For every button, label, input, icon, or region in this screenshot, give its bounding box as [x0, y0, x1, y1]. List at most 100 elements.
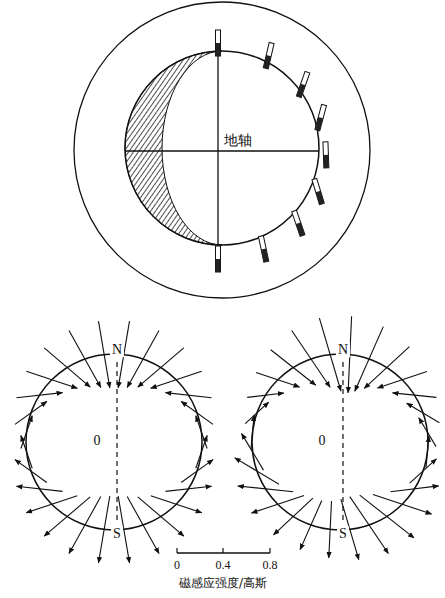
field-arrow — [373, 495, 432, 515]
compass-needle — [315, 104, 327, 130]
field-arrow — [378, 372, 427, 389]
compass-needle — [258, 236, 268, 262]
needle-tip — [261, 248, 269, 262]
field-arrow — [69, 331, 101, 388]
earth-circle-left — [26, 354, 202, 530]
scale-value: 0.4 — [214, 559, 233, 572]
field-arrow — [196, 436, 207, 469]
needle-tip — [216, 43, 221, 56]
field-arrow — [15, 402, 47, 425]
field-arrow — [99, 321, 110, 388]
needle-tip — [323, 155, 328, 168]
scale-tick — [269, 548, 270, 553]
field-arrow — [252, 496, 305, 514]
needle-body — [216, 246, 221, 272]
field-arrow — [181, 460, 213, 483]
compass-needle — [292, 210, 305, 236]
field-arrow — [238, 486, 293, 492]
field-arrow — [166, 393, 212, 398]
field-arrow — [127, 331, 159, 388]
compass-needle — [216, 246, 221, 272]
compass-needle — [216, 30, 221, 56]
compass-needle — [296, 71, 309, 97]
pole-label: N — [110, 342, 124, 357]
field-arrow — [364, 347, 409, 389]
field-arrow — [251, 415, 254, 449]
field-arrow — [196, 416, 207, 449]
field-arrow — [151, 496, 202, 513]
axis-dashed — [116, 362, 117, 522]
field-vectors — [15, 316, 439, 563]
field-arrow — [329, 501, 332, 558]
field-arrow — [99, 496, 110, 563]
field-arrow — [138, 348, 184, 387]
field-arrow — [151, 371, 202, 388]
axis-dashed — [342, 362, 343, 522]
field-arrow — [393, 393, 437, 398]
field-arrow — [407, 403, 440, 423]
scale-title: 磁感应强度/高斯 — [177, 577, 269, 590]
field-arrow — [17, 486, 63, 491]
globe-shade — [125, 51, 222, 245]
scale-value: 0 — [172, 559, 182, 572]
field-arrow — [26, 371, 77, 388]
needle-body — [312, 178, 324, 204]
field-arrow — [360, 495, 414, 538]
axis-label: 地轴 — [222, 133, 254, 148]
equator-line — [125, 150, 319, 151]
compass-needle — [312, 178, 324, 204]
needle-tip — [216, 259, 221, 272]
field-arrow — [391, 486, 439, 492]
field-arrow — [355, 327, 384, 392]
field-arrow — [44, 348, 90, 387]
field-arrow — [17, 393, 63, 398]
needle-body — [296, 71, 309, 97]
pole-label: N — [336, 342, 350, 357]
field-arrow — [410, 459, 437, 483]
field-arrow — [44, 497, 90, 536]
globe — [125, 51, 319, 245]
field-arrow — [127, 497, 159, 554]
field-arrow — [21, 416, 32, 449]
field-arrow — [426, 436, 429, 468]
center-label: 0 — [317, 433, 328, 448]
compass-needle — [263, 42, 274, 68]
needle-tip — [263, 55, 271, 69]
field-arrow — [26, 496, 77, 513]
field-arrow — [247, 393, 284, 397]
compass-needles — [216, 30, 329, 272]
field-arrow — [166, 486, 212, 491]
field-arrow — [235, 458, 279, 484]
scale-tick — [222, 548, 223, 553]
pole-label: S — [337, 526, 349, 541]
pole-label: S — [111, 526, 123, 541]
needle-body — [292, 210, 305, 236]
scale-value: 0.8 — [261, 559, 280, 572]
needle-body — [216, 30, 221, 56]
needle-body — [263, 42, 274, 68]
field-arrow — [350, 497, 389, 554]
needle-tip — [296, 84, 305, 98]
field-arrow — [242, 434, 264, 471]
needle-tip — [316, 191, 325, 205]
field-arrow — [138, 497, 184, 536]
compass-needle — [323, 142, 329, 168]
needle-body — [258, 236, 268, 262]
needle-tip — [296, 222, 305, 236]
field-arrow — [21, 436, 32, 469]
field-arrow — [292, 331, 330, 388]
needle-body — [315, 104, 327, 130]
field-arrow — [419, 418, 436, 447]
field-arrow — [69, 497, 101, 554]
frame-circle — [74, 2, 370, 298]
needle-body — [323, 142, 329, 168]
field-arrow — [300, 501, 322, 550]
scale-tick — [176, 548, 177, 553]
field-arrow — [256, 373, 300, 388]
earth-axis — [217, 40, 218, 258]
needle-tip — [315, 117, 323, 131]
center-label: 0 — [92, 433, 103, 448]
field-arrow — [245, 402, 269, 423]
